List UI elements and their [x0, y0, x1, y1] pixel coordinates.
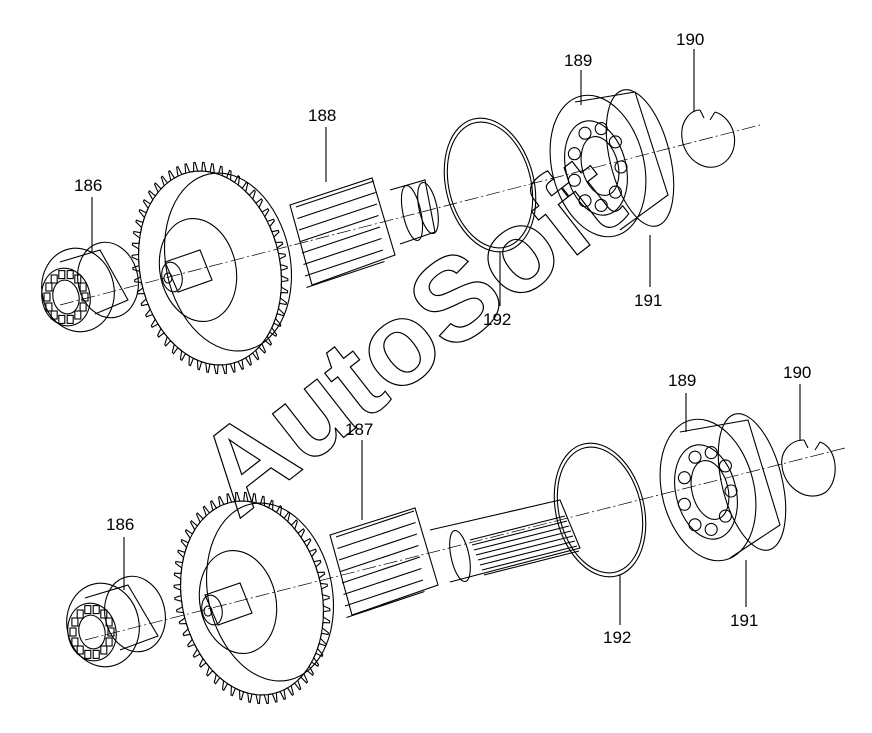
roller	[45, 282, 53, 292]
pinion-tooth-line	[303, 237, 382, 266]
roller	[45, 302, 53, 312]
bearing-ball	[608, 135, 622, 149]
bearing-ball	[608, 185, 622, 199]
bearing-ball	[718, 509, 732, 523]
label-191-upper: 191	[634, 291, 662, 310]
upper-circlip-190	[681, 109, 735, 168]
label-186-upper: 186	[74, 176, 102, 195]
roller	[58, 314, 66, 324]
upper-gear-shaft-188	[131, 161, 439, 375]
roller	[74, 274, 82, 284]
roller	[43, 292, 51, 302]
lower-roller-bearing-186	[66, 575, 166, 668]
bearing-ball	[578, 194, 592, 208]
roller	[105, 617, 113, 627]
lower-o-ring-192	[553, 442, 647, 578]
roller	[58, 270, 66, 280]
spline-line	[473, 525, 570, 551]
pinion-tooth-line	[298, 203, 378, 231]
upper-o-ring-192	[443, 117, 537, 253]
label-186-lower: 186	[106, 515, 134, 534]
bearing-ball	[594, 122, 608, 136]
label-187: 187	[345, 420, 373, 439]
label-191-lower: 191	[730, 611, 758, 630]
pinion-tooth-line	[338, 533, 418, 561]
pinion-tooth-line	[344, 579, 424, 607]
pinion-tooth-line	[343, 567, 422, 596]
bearing-ball	[677, 471, 691, 485]
watermark-text: AutoSoft	[173, 130, 647, 541]
spline-line	[471, 520, 568, 546]
pinion-tooth-line	[341, 556, 421, 584]
roller	[76, 645, 84, 655]
roller	[79, 282, 87, 292]
bearing-ball	[724, 484, 738, 498]
upper-roller-bearing-186	[41, 241, 139, 333]
roller	[100, 609, 108, 619]
upper-centerline	[59, 124, 761, 306]
roller	[92, 605, 100, 615]
roller	[84, 605, 92, 615]
bearing-ball	[704, 446, 718, 460]
pinion-tooth-line	[300, 214, 379, 243]
pinion-tooth-line	[306, 260, 385, 289]
pinion-tooth-line	[346, 590, 425, 619]
roller	[50, 274, 58, 284]
roller	[66, 314, 74, 324]
roller	[71, 637, 79, 647]
bearing-ball	[594, 198, 608, 212]
spline-line	[481, 545, 578, 571]
spline-line	[477, 535, 574, 561]
bearing-ball	[567, 173, 581, 187]
roller	[81, 292, 89, 302]
bearing-ball	[688, 450, 702, 464]
bearing-ball	[688, 518, 702, 532]
pinion-tooth-line	[297, 191, 376, 220]
bearing-ball	[614, 160, 628, 174]
pinion-tooth-line	[301, 226, 381, 254]
roller	[84, 649, 92, 659]
lower-gear-shaft-187	[173, 491, 581, 705]
label-189-lower: 189	[668, 371, 696, 390]
lower-centerline	[84, 447, 846, 641]
spline-line	[475, 530, 572, 556]
label-192-lower: 192	[603, 628, 631, 647]
pinion-tooth-line	[295, 180, 375, 208]
pinion-tooth-line	[340, 544, 419, 573]
spline-line	[469, 515, 566, 541]
bearing-ball	[578, 126, 592, 140]
roller	[74, 310, 82, 320]
roller	[79, 302, 87, 312]
lower-ball-bearing-189	[659, 413, 787, 562]
roller	[66, 270, 74, 280]
pinion-tooth-line	[337, 521, 416, 550]
label-189-upper: 189	[564, 51, 592, 70]
roller	[76, 609, 84, 619]
bearing-ball	[677, 497, 691, 511]
roller	[71, 617, 79, 627]
spline-line	[479, 540, 576, 566]
roller	[107, 627, 115, 637]
bearing-ball	[567, 147, 581, 161]
lower-assembly: 186 187 189 190 191 192	[66, 363, 846, 705]
upper-assembly: 186 188 189 190 191 192	[41, 30, 761, 375]
roller	[69, 627, 77, 637]
roller	[105, 637, 113, 647]
label-192-upper: 192	[483, 310, 511, 329]
lower-circlip-190	[781, 439, 836, 497]
bearing-ball	[704, 522, 718, 536]
pinion-tooth-line	[304, 249, 384, 277]
roller	[100, 645, 108, 655]
roller	[92, 649, 100, 659]
label-188: 188	[308, 106, 336, 125]
spline-line	[483, 550, 580, 576]
bearing-ball	[718, 459, 732, 473]
roller	[50, 310, 58, 320]
label-190-upper: 190	[676, 30, 704, 49]
pinion-tooth-line	[335, 510, 415, 538]
label-190-lower: 190	[783, 363, 811, 382]
